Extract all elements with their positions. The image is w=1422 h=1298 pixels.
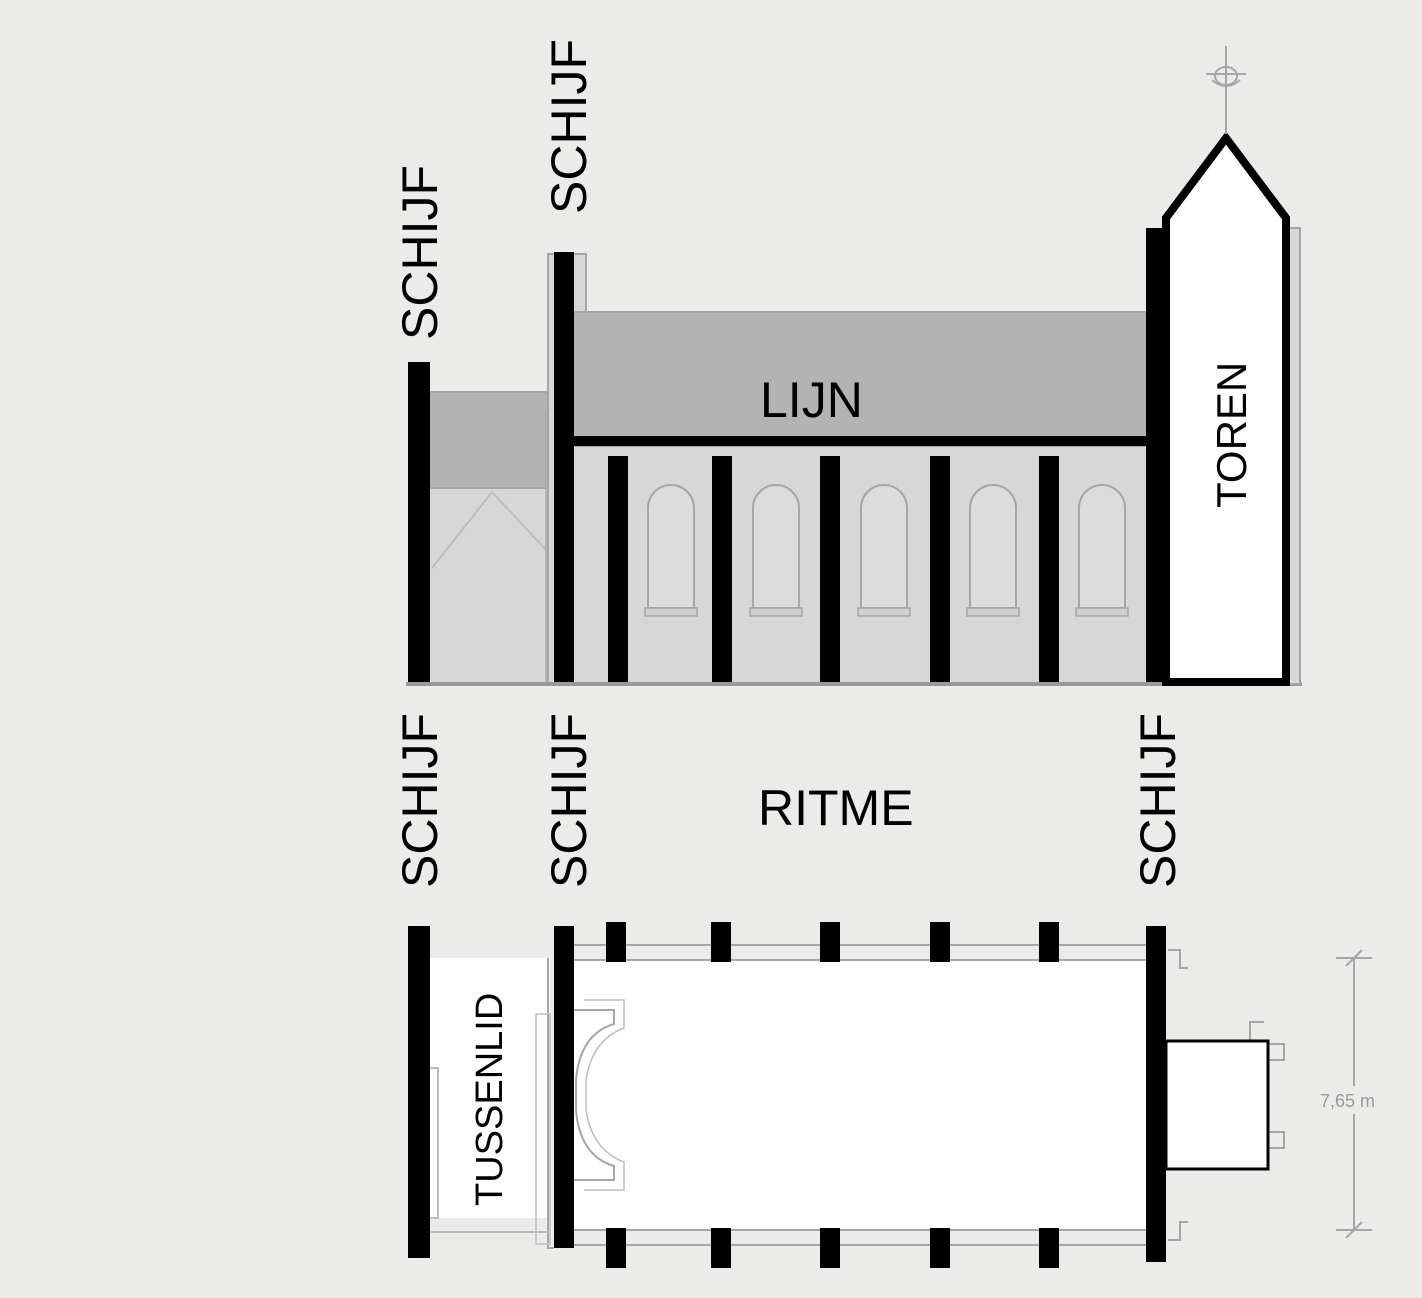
- window: [1078, 484, 1126, 609]
- schijf-label: SCHIJF: [541, 39, 597, 214]
- elevation: [406, 46, 1302, 686]
- tower: [1162, 131, 1290, 686]
- tussenlid-label: TUSSENLID: [469, 993, 511, 1206]
- tussenlid-area: [430, 958, 550, 1218]
- plan-step: [547, 958, 554, 1249]
- nave-windows: [647, 484, 1126, 609]
- tussenlid-outline: [430, 1067, 439, 1219]
- nave-area: [572, 960, 1148, 1230]
- lijn-label: LIJN: [760, 372, 863, 428]
- buttress: [820, 922, 840, 962]
- buttress: [712, 456, 732, 682]
- elevation-buttresses: [608, 456, 1059, 682]
- window: [752, 484, 800, 609]
- buttress: [930, 1228, 950, 1268]
- schijf-label: SCHIJF: [1130, 713, 1186, 888]
- buttress: [930, 456, 950, 682]
- tower-footprint-outline: [1168, 949, 1285, 1241]
- buttress: [1039, 456, 1059, 682]
- choir-apse: [574, 1009, 615, 1181]
- tower-cross: [1206, 46, 1246, 134]
- schijf-label: SCHIJF: [392, 165, 448, 340]
- tussenlid-gable: [431, 490, 549, 569]
- floor-plan: [408, 922, 1372, 1268]
- schijf-bar: [408, 362, 430, 682]
- plan-buttresses: [606, 922, 1059, 1268]
- lijn-line: [568, 436, 1150, 446]
- buttress: [711, 1228, 731, 1268]
- schijf-bar: [554, 926, 574, 1248]
- tussenlid-wall: [427, 487, 551, 685]
- tussenlid-roof: [427, 391, 551, 489]
- buttress: [606, 922, 626, 962]
- buttress: [820, 456, 840, 682]
- schijf-bar: [554, 252, 574, 682]
- tower-footprint: [1164, 1039, 1270, 1171]
- window: [860, 484, 908, 609]
- window-sills: [644, 607, 1129, 617]
- buttress: [606, 1228, 626, 1268]
- nave-roof: [571, 311, 1149, 439]
- schijf-bar: [1146, 228, 1166, 682]
- ground-line: [406, 682, 1302, 686]
- buttress: [820, 1228, 840, 1268]
- window: [647, 484, 695, 609]
- labels: SCHIJF SCHIJF LIJN TOREN SCHIJF SCHIJF R…: [392, 39, 1375, 1206]
- buttress: [711, 922, 731, 962]
- ritme-label: RITME: [758, 780, 914, 836]
- schijf-label: SCHIJF: [541, 713, 597, 888]
- buttress: [1039, 922, 1059, 962]
- dimension-line: [1336, 949, 1372, 1239]
- buttress: [930, 922, 950, 962]
- toren-label: TOREN: [1208, 362, 1255, 508]
- buttress: [608, 456, 628, 682]
- window: [969, 484, 1017, 609]
- schijf-label: SCHIJF: [392, 713, 448, 888]
- dimension-label: 7,65 m: [1320, 1091, 1375, 1111]
- schijf-bar: [1146, 926, 1166, 1262]
- schijf-bar: [408, 926, 430, 1258]
- buttress: [1039, 1228, 1059, 1268]
